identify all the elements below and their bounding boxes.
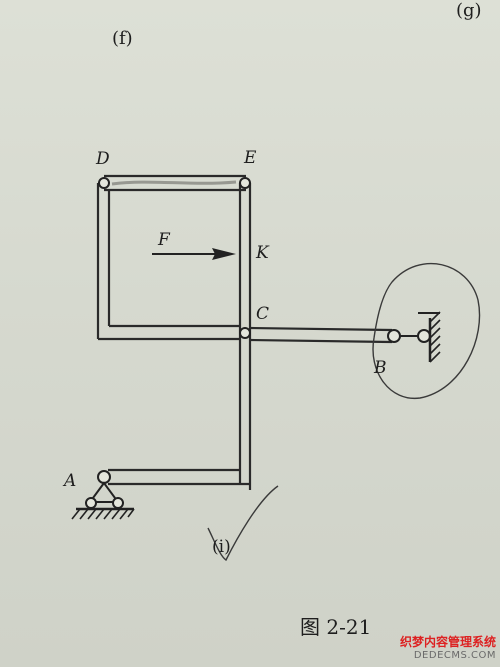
label-K: K	[255, 243, 270, 263]
figure-caption: 图 2-21	[300, 615, 371, 639]
force-arrow-F	[152, 248, 236, 260]
support-A	[71, 470, 135, 520]
label-C: C	[256, 304, 269, 324]
pen-checkmark	[207, 485, 279, 562]
member-DC	[96, 183, 111, 339]
pen-circle-annotation	[372, 262, 481, 399]
support-B	[387, 311, 441, 363]
hinge-C	[239, 327, 251, 339]
subfigure-label-f: (f)	[112, 28, 133, 49]
member-A-horizontal	[108, 468, 250, 486]
member-CB	[98, 324, 393, 344]
watermark-line-1: 织梦内容管理系统	[399, 635, 496, 649]
member-DE	[104, 174, 246, 192]
subfigure-label-g: (g)	[456, 0, 482, 21]
hinge-D	[98, 177, 110, 189]
label-D: D	[95, 149, 110, 169]
hinge-E	[239, 177, 251, 189]
subfigure-label-i: (i)	[212, 537, 231, 557]
label-F: F	[157, 230, 171, 250]
label-B: B	[373, 358, 387, 378]
watermark-line-2: DEDECMS.COM	[413, 650, 496, 661]
label-A: A	[62, 471, 76, 491]
site-watermark: 织梦内容管理系统 DEDECMS.COM	[384, 635, 496, 665]
label-E: E	[243, 148, 257, 168]
